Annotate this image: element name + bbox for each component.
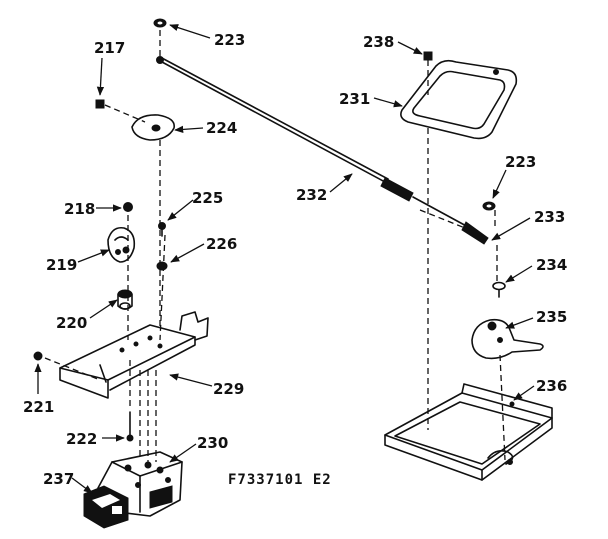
callout-230: 230	[197, 434, 228, 452]
callout-232: 232	[296, 186, 327, 204]
callout-235: 235	[536, 308, 567, 326]
part-225-screw	[158, 222, 166, 237]
callout-223-top: 223	[214, 31, 245, 49]
callout-217: 217	[94, 39, 125, 57]
part-220-bushing	[117, 289, 133, 310]
callout-234: 234	[536, 256, 567, 274]
assembly-dashed-lines	[44, 30, 506, 462]
part-221-screw	[33, 351, 43, 361]
leader-lines	[34, 24, 535, 494]
callout-224: 224	[206, 119, 237, 137]
callout-225: 225	[192, 189, 223, 207]
part-223-clip-lower	[482, 201, 496, 211]
part-236-base-tray	[384, 383, 553, 481]
callout-223-lower: 223	[505, 153, 536, 171]
part-232-control-rod	[156, 56, 489, 245]
part-234-pin	[492, 281, 506, 298]
callout-221: 221	[23, 398, 54, 416]
part-231-bezel-plate	[400, 59, 518, 140]
callout-219: 219	[46, 256, 77, 274]
callout-229: 229	[213, 380, 244, 398]
part-222-screw	[126, 411, 134, 442]
part-235-lever	[471, 318, 544, 360]
callout-labels: 223 217 224 218 225 219 226 220 221 229 …	[23, 31, 567, 488]
part-238-screw	[423, 51, 433, 61]
callout-226: 226	[206, 235, 237, 253]
callout-237: 237	[43, 470, 74, 488]
part-218-screw	[123, 202, 133, 212]
callout-222: 222	[66, 430, 97, 448]
part-217-screw	[95, 99, 105, 109]
callout-218: 218	[64, 200, 95, 218]
figure-code: F7337101 E2	[228, 472, 332, 488]
part-226-nut	[156, 261, 168, 271]
part-237-terminal-block	[83, 485, 129, 529]
callout-238: 238	[363, 33, 394, 51]
part-224-bracket-disc	[131, 114, 175, 141]
callout-220: 220	[56, 314, 87, 332]
callout-236: 236	[536, 377, 567, 395]
part-229-mounting-bracket	[59, 311, 209, 399]
callout-231: 231	[339, 90, 370, 108]
part-223-clip-top	[153, 18, 167, 28]
part-230-control-switch	[97, 451, 183, 517]
callout-233: 233	[534, 208, 565, 226]
part-219-knob	[107, 226, 136, 263]
